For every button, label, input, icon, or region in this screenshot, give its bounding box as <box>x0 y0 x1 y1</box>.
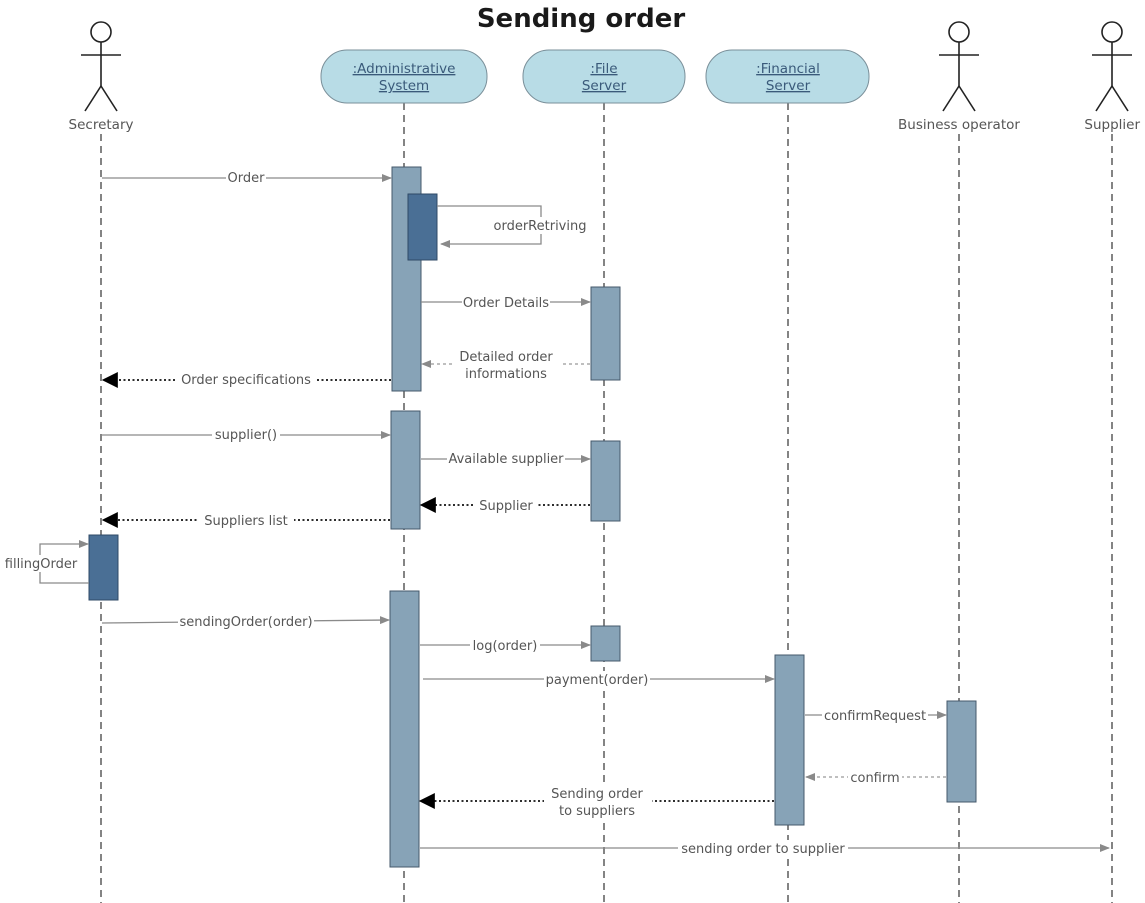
activation-admin-3 <box>389 590 420 868</box>
message-label-sending-to-suppliers-line-1: Sending order <box>551 787 643 802</box>
actor-label: Supplier <box>1084 117 1140 133</box>
message-label-payment-order: payment(order) <box>546 673 649 688</box>
message-label-filling-order: fillingOrder <box>5 557 78 572</box>
message-label-sending-to-supplier: sending order to supplier <box>681 842 845 857</box>
stick-figure-icon <box>939 21 979 112</box>
activation-admin-self <box>407 193 438 261</box>
object-label-line-1: :File <box>590 61 617 77</box>
actor-business-operator[interactable]: Business operator <box>898 21 1020 133</box>
message-label-order: Order <box>228 171 266 186</box>
activation-admin-2 <box>390 410 421 530</box>
actor-supplier[interactable]: Supplier <box>1084 21 1140 133</box>
object-administrative-system[interactable]: :Administrative System <box>320 49 488 104</box>
actor-label: Business operator <box>898 117 1020 133</box>
message-label-detailed-line-2: informations <box>465 367 547 382</box>
message-label-confirm: confirm <box>850 771 899 786</box>
object-label-line-2: Server <box>766 78 811 94</box>
object-label-line-2: Server <box>582 78 627 94</box>
object-label-line-2: System <box>379 78 429 94</box>
message-label-suppliers-list: Suppliers list <box>204 514 288 529</box>
message-label-available-supplier: Available supplier <box>448 452 564 467</box>
message-label-order-retriving: orderRetriving <box>494 219 587 234</box>
message-label-detailed-line-1: Detailed order <box>459 350 553 365</box>
activation-file-3 <box>590 625 621 662</box>
message-label-sending-order: sendingOrder(order) <box>179 615 312 630</box>
actor-label: Secretary <box>69 117 134 133</box>
message-label-order-specifications: Order specifications <box>181 373 311 388</box>
message-label-supplier-return: Supplier <box>479 499 533 514</box>
activation-admin-1 <box>391 166 422 392</box>
actor-secretary[interactable]: Secretary <box>69 21 134 133</box>
message-label-sending-to-suppliers-line-2: to suppliers <box>559 804 635 819</box>
object-file-server[interactable]: :File Server <box>522 49 686 104</box>
activation-file-2 <box>590 440 621 522</box>
message-label-log-order: log(order) <box>473 639 538 654</box>
activation-business-operator <box>946 700 977 803</box>
activation-file-1 <box>590 286 621 381</box>
message-label-supplier-call: supplier() <box>215 428 277 443</box>
diagram-title: Sending order <box>477 4 685 34</box>
stick-figure-icon <box>81 21 121 112</box>
object-label-line-1: :Administrative <box>353 61 456 77</box>
stick-figure-icon <box>1092 21 1132 112</box>
message-label-order-details: Order Details <box>463 296 549 311</box>
message-label-confirm-request: confirmRequest <box>824 709 926 724</box>
activation-financial <box>774 654 805 826</box>
object-label-line-1: :Financial <box>756 61 820 77</box>
object-financial-server[interactable]: :Financial Server <box>705 49 870 104</box>
activation-secretary <box>88 534 119 601</box>
